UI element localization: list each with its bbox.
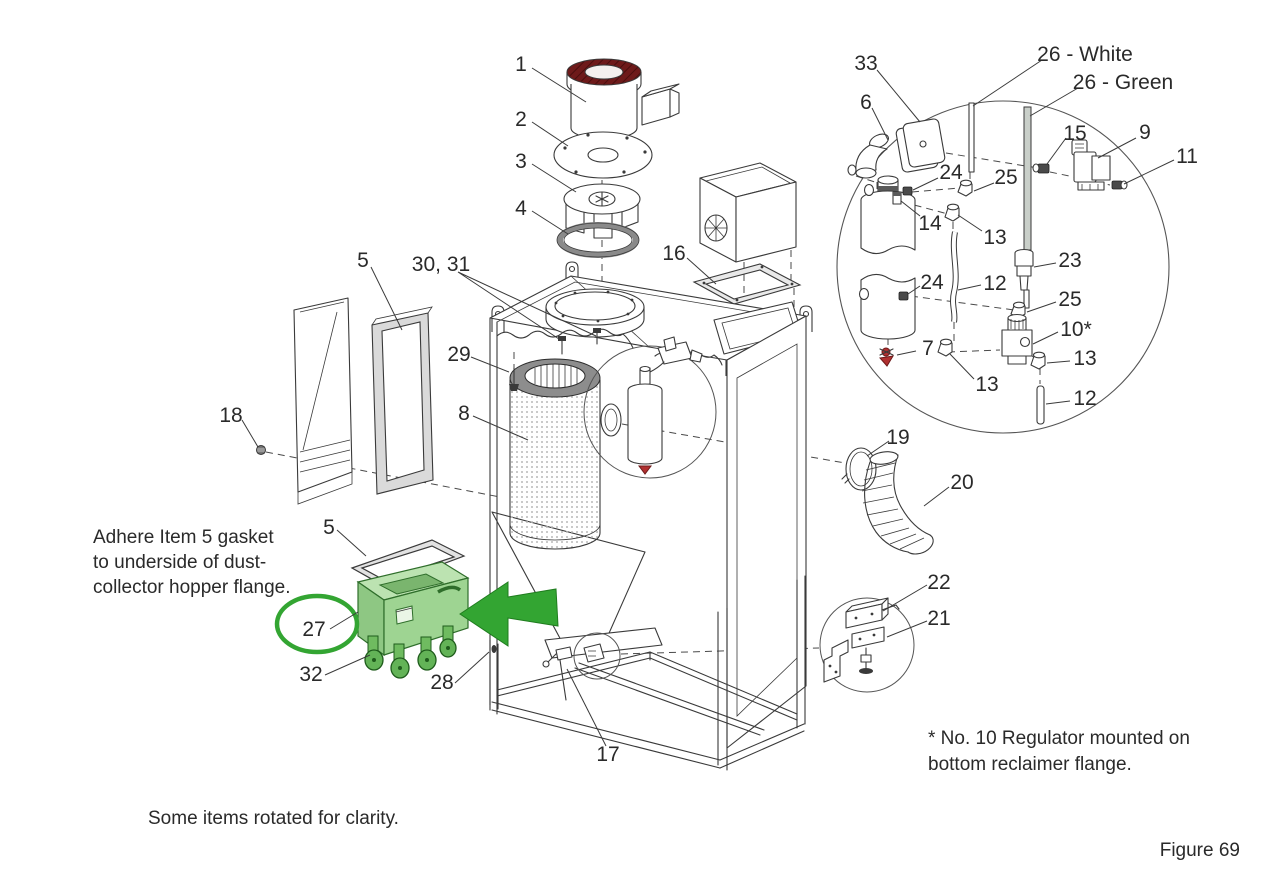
gasket-ring-part-4 (556, 222, 640, 258)
adhere-note-line2: to underside of dust- (93, 552, 266, 573)
bolt-part-28 (491, 645, 497, 653)
solenoid-plate-part-33 (895, 118, 946, 173)
pulse-tank-assembly (583, 336, 717, 479)
callout-32: 32 (299, 663, 322, 686)
drain-valve-part-7 (879, 347, 894, 367)
switch-detail-circle (819, 597, 915, 693)
callout-3: 3 (515, 150, 527, 173)
rotated-note: Some items rotated for clarity. (148, 808, 399, 829)
regulator-part-10 (1001, 313, 1033, 365)
figure-caption: Figure 69 (1160, 840, 1240, 861)
fitting-part-11 (1111, 180, 1128, 190)
door-gasket-part-5 (371, 306, 434, 495)
callout-25-a: 25 (994, 166, 1017, 189)
pneumatic-detail-circle (836, 100, 1170, 434)
regulator-footnote-line1: * No. 10 Regulator mounted on (928, 728, 1190, 749)
switch-part-21 (851, 626, 885, 674)
tube-part-26-green (1023, 106, 1032, 251)
tube-part-26-white (968, 102, 975, 173)
adhere-note-line3: collector hopper flange. (93, 577, 291, 598)
callout-30-31: 30, 31 (412, 253, 470, 276)
callout-26-white: 26 - White (1037, 43, 1133, 66)
callout-5-door: 5 (357, 249, 369, 272)
solenoid-valve-part-9 (1071, 139, 1111, 191)
callout-20: 20 (950, 471, 973, 494)
muffler-box (699, 162, 797, 263)
callout-labels: 1 2 3 4 5 30, 31 16 29 8 18 5 27 32 28 1… (219, 43, 1198, 766)
mounting-bracket (823, 639, 849, 683)
callout-11: 11 (1176, 145, 1198, 168)
callout-17: 17 (596, 743, 619, 766)
callout-15: 15 (1063, 122, 1086, 145)
elbow-part-25-a (957, 179, 973, 197)
filter-cartridge-part-8 (509, 358, 601, 550)
clamp-part-19 (841, 447, 877, 491)
tube-part-12-b (1036, 385, 1045, 425)
callout-26-green: 26 - Green (1073, 71, 1173, 94)
callout-18: 18 (219, 404, 242, 427)
elbow-part-13-c (937, 338, 953, 357)
highlight-ellipse-27 (274, 593, 360, 655)
washer (863, 183, 875, 197)
elbow-fitting-part-6 (847, 133, 889, 179)
text-annotations: Adhere Item 5 gasket to underside of dus… (93, 527, 1240, 861)
callout-7: 7 (922, 337, 934, 360)
callout-12-b: 12 (1073, 387, 1096, 410)
fitting-part-24-a (902, 186, 913, 196)
callout-22: 22 (927, 571, 950, 594)
leader-lines (241, 59, 1175, 747)
callout-10: 10* (1060, 318, 1092, 341)
motor-part-1 (566, 58, 680, 146)
callout-13-a: 13 (983, 226, 1006, 249)
screw-part-29 (509, 367, 519, 391)
bolt-part-18 (256, 445, 266, 455)
elbow-part-13-b (1030, 351, 1046, 370)
callout-28: 28 (430, 671, 453, 694)
callout-29: 29 (447, 343, 470, 366)
callout-2: 2 (515, 108, 527, 131)
callout-1: 1 (515, 53, 527, 76)
callout-5-cart: 5 (323, 516, 335, 539)
elbow-part-13-a (944, 203, 960, 222)
washer-2 (858, 287, 870, 301)
callout-33: 33 (854, 52, 877, 75)
tube-part-12-a (950, 231, 959, 323)
fitting-part-14 (892, 191, 902, 205)
muffler-gasket-part-16 (692, 263, 802, 305)
air-tank (860, 175, 916, 340)
inline-valve-part-23 (1014, 248, 1034, 309)
callout-13-b: 13 (1073, 347, 1096, 370)
callout-24-b: 24 (920, 271, 944, 294)
insert-arrow-icon (459, 581, 559, 647)
callout-27: 27 (302, 618, 325, 641)
dust-cart-part-27 (356, 561, 470, 679)
adapter-plate-part-2 (553, 131, 653, 179)
callout-24-a: 24 (939, 161, 963, 184)
adhere-note-line1: Adhere Item 5 gasket (93, 527, 274, 548)
regulator-footnote-line2: bottom reclaimer flange. (928, 754, 1132, 775)
callout-6: 6 (860, 91, 872, 114)
hopper-latch-part-17 (542, 632, 621, 701)
access-door-panel (293, 297, 353, 505)
fitting-part-24-b (898, 291, 909, 301)
callout-9: 9 (1139, 121, 1151, 144)
callout-14: 14 (918, 212, 942, 235)
switch-part-22 (845, 597, 900, 629)
callout-8: 8 (458, 402, 470, 425)
callout-21: 21 (927, 607, 950, 630)
casters-part-32 (364, 625, 457, 679)
callout-25-b: 25 (1058, 288, 1081, 311)
callout-16: 16 (662, 242, 685, 265)
callout-23: 23 (1058, 249, 1081, 272)
callout-13-c: 13 (975, 373, 998, 396)
callout-4: 4 (515, 197, 527, 220)
callout-12-a: 12 (983, 272, 1006, 295)
callout-19: 19 (886, 426, 909, 449)
flex-hose-part-20 (861, 451, 934, 555)
fitting-part-15 (1032, 163, 1050, 174)
